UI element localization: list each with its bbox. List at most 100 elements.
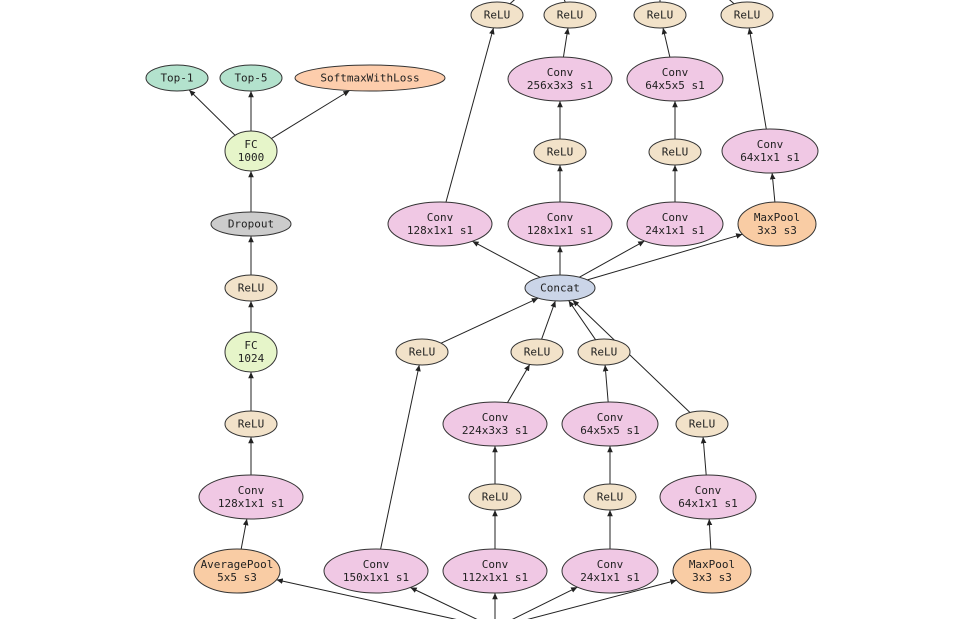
edge-conv_128a-to-t_relu1 — [445, 27, 495, 203]
edge-maxpool_b-to-conv_64x1_b — [706, 518, 713, 550]
node-b-relu3: ReLU — [577, 338, 631, 366]
node-label: ReLU — [557, 9, 584, 22]
node-label: ReLU — [597, 491, 624, 504]
node-label: 224x3x3 s1 — [462, 424, 528, 437]
node-shape — [442, 548, 548, 594]
node-label: 64x1x1 s1 — [740, 151, 800, 164]
node-shape — [224, 331, 278, 373]
node-top5: Top-5 — [219, 64, 283, 92]
node-label: 128x1x1 s1 — [527, 224, 593, 237]
node-softmax: SoftmaxWithLoss — [294, 64, 446, 92]
node-label: 3x3 s3 — [692, 571, 732, 584]
node-shape — [524, 274, 596, 302]
node-label: Top-1 — [160, 72, 193, 85]
node-label: MaxPool — [689, 558, 735, 571]
node-relu-conv-aux: ReLU — [224, 410, 278, 438]
node-shape — [224, 130, 278, 172]
node-t-relu1: ReLU — [470, 1, 524, 29]
node-shape — [193, 548, 281, 594]
node-label: Conv — [757, 138, 784, 151]
node-label: ReLU — [689, 418, 716, 431]
node-shape — [561, 401, 659, 447]
node-label: 24x1x1 s1 — [645, 224, 705, 237]
node-shape — [626, 201, 724, 247]
node-t-relu2: ReLU — [543, 1, 597, 29]
node-relu-224: ReLU — [468, 483, 522, 511]
node-label: Conv — [597, 411, 624, 424]
node-t-relu3: ReLU — [633, 1, 687, 29]
edge-concat-to-conv_128a — [472, 240, 541, 278]
node-label: ReLU — [591, 346, 618, 359]
node-label: Conv — [482, 411, 509, 424]
node-b-relu1: ReLU — [395, 338, 449, 366]
node-label: Conv — [662, 211, 689, 224]
node-relu-64x5-b: ReLU — [583, 483, 637, 511]
edge-source-to-avgpool — [276, 578, 457, 619]
node-top1: Top-1 — [145, 64, 209, 92]
node-label: 24x1x1 s1 — [580, 571, 640, 584]
node-shape — [510, 338, 564, 366]
node-shape — [721, 128, 819, 174]
node-shape — [219, 64, 283, 92]
node-label: ReLU — [734, 9, 761, 22]
node-label: ReLU — [482, 491, 509, 504]
node-label: 64x5x5 s1 — [580, 424, 640, 437]
node-label: MaxPool — [754, 211, 800, 224]
node-relu-64x5: ReLU — [648, 138, 702, 166]
node-label: Conv — [597, 558, 624, 571]
node-shape — [626, 56, 724, 102]
node-shape — [470, 1, 524, 29]
edge-concat-to-maxpool_top — [587, 233, 743, 281]
node-label: ReLU — [662, 146, 689, 159]
edge-b_relu1-to-concat — [440, 297, 539, 344]
node-label: 128x1x1 s1 — [407, 224, 473, 237]
edge-b_relu3-to-concat — [568, 300, 596, 340]
node-shape — [543, 1, 597, 29]
node-label: ReLU — [409, 346, 436, 359]
node-shape — [387, 201, 493, 247]
node-relu-fc: ReLU — [224, 274, 278, 302]
node-label: ReLU — [547, 146, 574, 159]
node-label: ReLU — [484, 9, 511, 22]
edge-conv_256-to-t_relu2 — [562, 27, 570, 58]
node-label: Conv — [427, 211, 454, 224]
node-shape — [145, 64, 209, 92]
node-label: Conv — [482, 558, 509, 571]
node-b-relu4: ReLU — [675, 410, 729, 438]
node-label: Top-5 — [234, 72, 267, 85]
node-concat: Concat — [524, 274, 596, 302]
edge-source-to-conv_24_b — [512, 586, 578, 619]
node-shape — [210, 211, 292, 237]
edge-conv_64x5_b-to-b_relu3 — [602, 364, 609, 403]
node-label: AveragePool — [201, 558, 274, 571]
node-shape — [294, 64, 446, 92]
node-label: Dropout — [228, 218, 274, 231]
node-label: Conv — [363, 558, 390, 571]
edge-t_relu4-up — [729, 0, 735, 5]
node-t-relu4: ReLU — [720, 1, 774, 29]
edge-b_relu2-to-concat — [541, 300, 556, 340]
node-shape — [198, 474, 304, 520]
edge-conv_224-to-b_relu2 — [507, 364, 531, 403]
node-shape — [468, 483, 522, 511]
node-label: FC — [244, 138, 257, 151]
node-shape — [533, 138, 587, 166]
edge-concat-to-conv_24_top — [579, 240, 645, 278]
node-label: Concat — [540, 282, 580, 295]
